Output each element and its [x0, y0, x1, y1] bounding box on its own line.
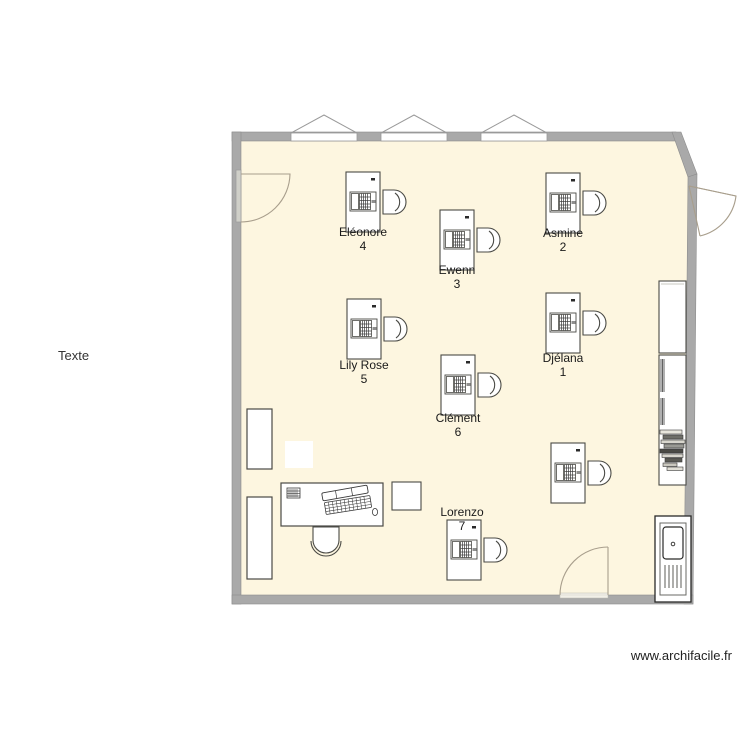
mouse-icon [371, 507, 378, 516]
window-icon[interactable] [290, 114, 358, 142]
printer-icon [286, 487, 301, 499]
workstation-number: 3 [454, 277, 461, 291]
workstation-label: Lily Rose [339, 358, 389, 372]
workstation-label: Djélana [543, 351, 584, 365]
cabinet-icon[interactable] [658, 280, 687, 354]
doors-group[interactable] [235, 169, 737, 599]
workstation-lorenzo[interactable]: Lorenzo 7 [440, 505, 508, 581]
workstation-number: 6 [455, 425, 462, 439]
right-storage-group[interactable] [654, 280, 692, 603]
workstation-number: 7 [459, 519, 466, 533]
workstation-djelana[interactable]: Djélana 1 [543, 292, 607, 379]
windows-group[interactable] [290, 114, 548, 142]
free-text-label[interactable]: Texte [58, 348, 89, 363]
wall-bottom[interactable] [231, 594, 694, 605]
workstation-number: 5 [361, 372, 368, 386]
bookshelf-icon[interactable] [658, 354, 687, 486]
workstation-label: Clément [436, 411, 481, 425]
workstation-label: Ewenn [439, 263, 476, 277]
workstation-asmine[interactable]: Asmine 2 [543, 172, 607, 254]
window-icon[interactable] [480, 114, 548, 142]
workstations-group[interactable]: Eléonore 4 Ewenn 3 Asmine 2 Lily Rose 5 [339, 171, 612, 581]
floor-mat-icon[interactable] [285, 441, 313, 468]
workstation-lily-rose[interactable]: Lily Rose 5 [339, 298, 408, 386]
workstation-eleonore[interactable]: Eléonore 4 [339, 171, 407, 253]
workstation-label: Eléonore [339, 225, 387, 239]
cabinet-icon[interactable] [246, 496, 273, 580]
door-swing-icon[interactable] [559, 546, 609, 599]
keyboard-icon [324, 495, 372, 515]
room-walls[interactable] [231, 131, 698, 605]
watermark-label: www.archifacile.fr [630, 648, 733, 663]
workstation-clement[interactable]: Clément 6 [436, 354, 502, 439]
monitor-icon [321, 484, 369, 502]
workstation-label: Asmine [543, 226, 583, 240]
workstation-number: 2 [560, 240, 567, 254]
workstation-number: 1 [560, 365, 567, 379]
window-icon[interactable] [380, 114, 448, 142]
teacher-desk-group[interactable] [280, 481, 422, 557]
appliance-icon[interactable] [654, 515, 692, 603]
left-furniture-group[interactable] [246, 408, 313, 580]
workstation-label: Lorenzo [440, 505, 484, 519]
side-table-icon[interactable] [391, 481, 422, 511]
workstation-ewenn[interactable]: Ewenn 3 [439, 209, 501, 291]
door-swing-icon[interactable] [235, 169, 291, 223]
workstation-number: 4 [360, 239, 367, 253]
chair-icon[interactable] [310, 526, 342, 557]
cabinet-icon[interactable] [246, 408, 273, 470]
door-swing-icon[interactable] [688, 185, 737, 237]
